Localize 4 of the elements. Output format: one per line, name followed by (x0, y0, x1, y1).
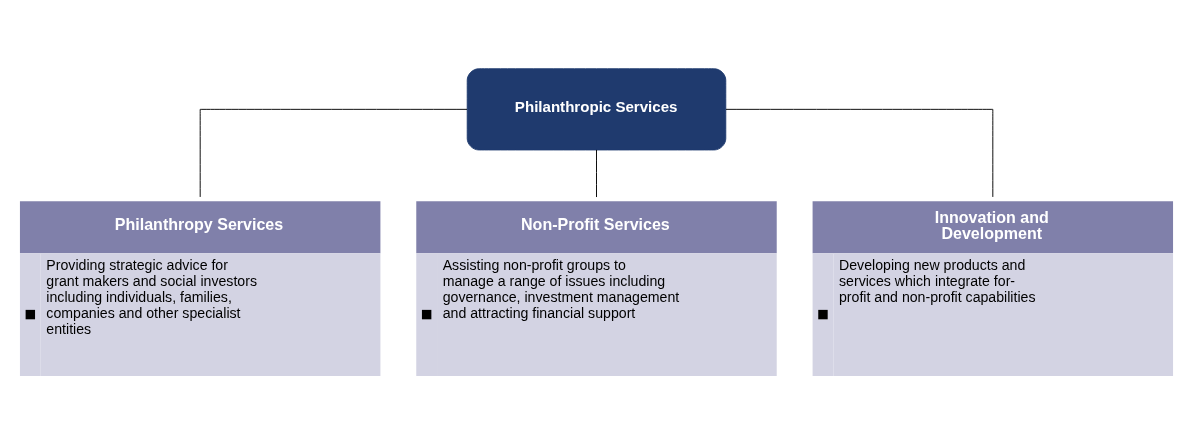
connector (596, 149, 597, 198)
connector (199, 108, 468, 198)
node-box: Philanthropic Services (466, 68, 727, 151)
connector (725, 108, 994, 198)
